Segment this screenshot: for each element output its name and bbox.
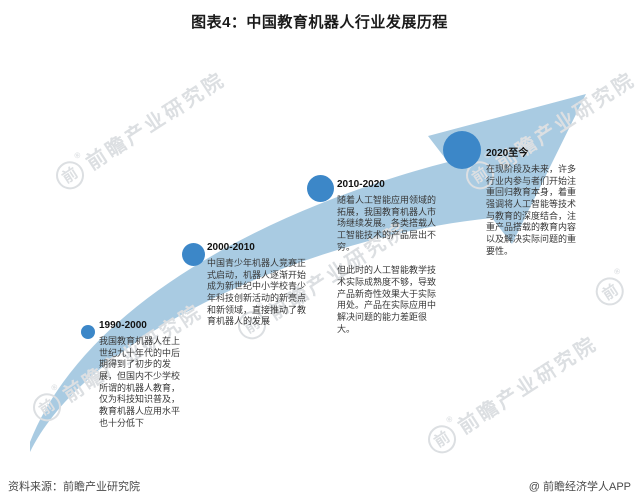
milestone-1990-2000: 1990-2000 我国教育机器人在上世纪九十年代的中后期得到了初步的发展，但国…	[99, 320, 183, 430]
milestone-description: 随着人工智能应用领域的拓展，我国教育机器人市场继续发展。各类搭载人工智能技术的产…	[337, 195, 437, 334]
milestone-description: 我国教育机器人在上世纪九十年代的中后期得到了初步的发展，但国内不少学校所谓的机器…	[99, 336, 181, 428]
timeline-node-2010-2020-icon	[307, 175, 334, 202]
milestone-period: 2020至今	[486, 148, 529, 159]
app-credit: @ 前瞻经济学人APP	[528, 481, 631, 493]
milestone-description: 在现阶段及未来，许多行业内参与者们开始注重回归教育本身，着重强调将人工智能等技术…	[486, 164, 577, 256]
footer: 资料来源：前瞻产业研究院 @ 前瞻经济学人APP	[8, 478, 631, 494]
chart-title: 图表4：中国教育机器人行业发展历程	[191, 14, 448, 31]
milestone-2000-2010: 2000-2010 中国青少年机器人竞赛正式启动，机器人逐渐开始成为新世纪中小学…	[207, 242, 307, 328]
milestone-period: 2000-2010	[207, 242, 255, 253]
timeline-node-2020-icon	[443, 131, 481, 169]
milestone-description: 中国青少年机器人竞赛正式启动，机器人逐渐开始成为新世纪中小学校青少年科技创新活动…	[207, 258, 307, 327]
milestone-2010-2020: 2010-2020 随着人工智能应用领域的拓展，我国教育机器人市场继续发展。各类…	[337, 179, 441, 335]
milestone-period: 2010-2020	[337, 179, 385, 190]
growth-arrow-shape	[30, 94, 586, 452]
source-note: 资料来源：前瞻产业研究院	[8, 481, 140, 493]
timeline-node-1990-2000-icon	[81, 325, 95, 339]
milestone-period: 1990-2000	[99, 320, 147, 331]
milestone-2020-present: 2020至今 在现阶段及未来，许多行业内参与者们开始注重回归教育本身，着重强调将…	[486, 144, 578, 258]
timeline-node-2000-2010-icon	[182, 243, 205, 266]
